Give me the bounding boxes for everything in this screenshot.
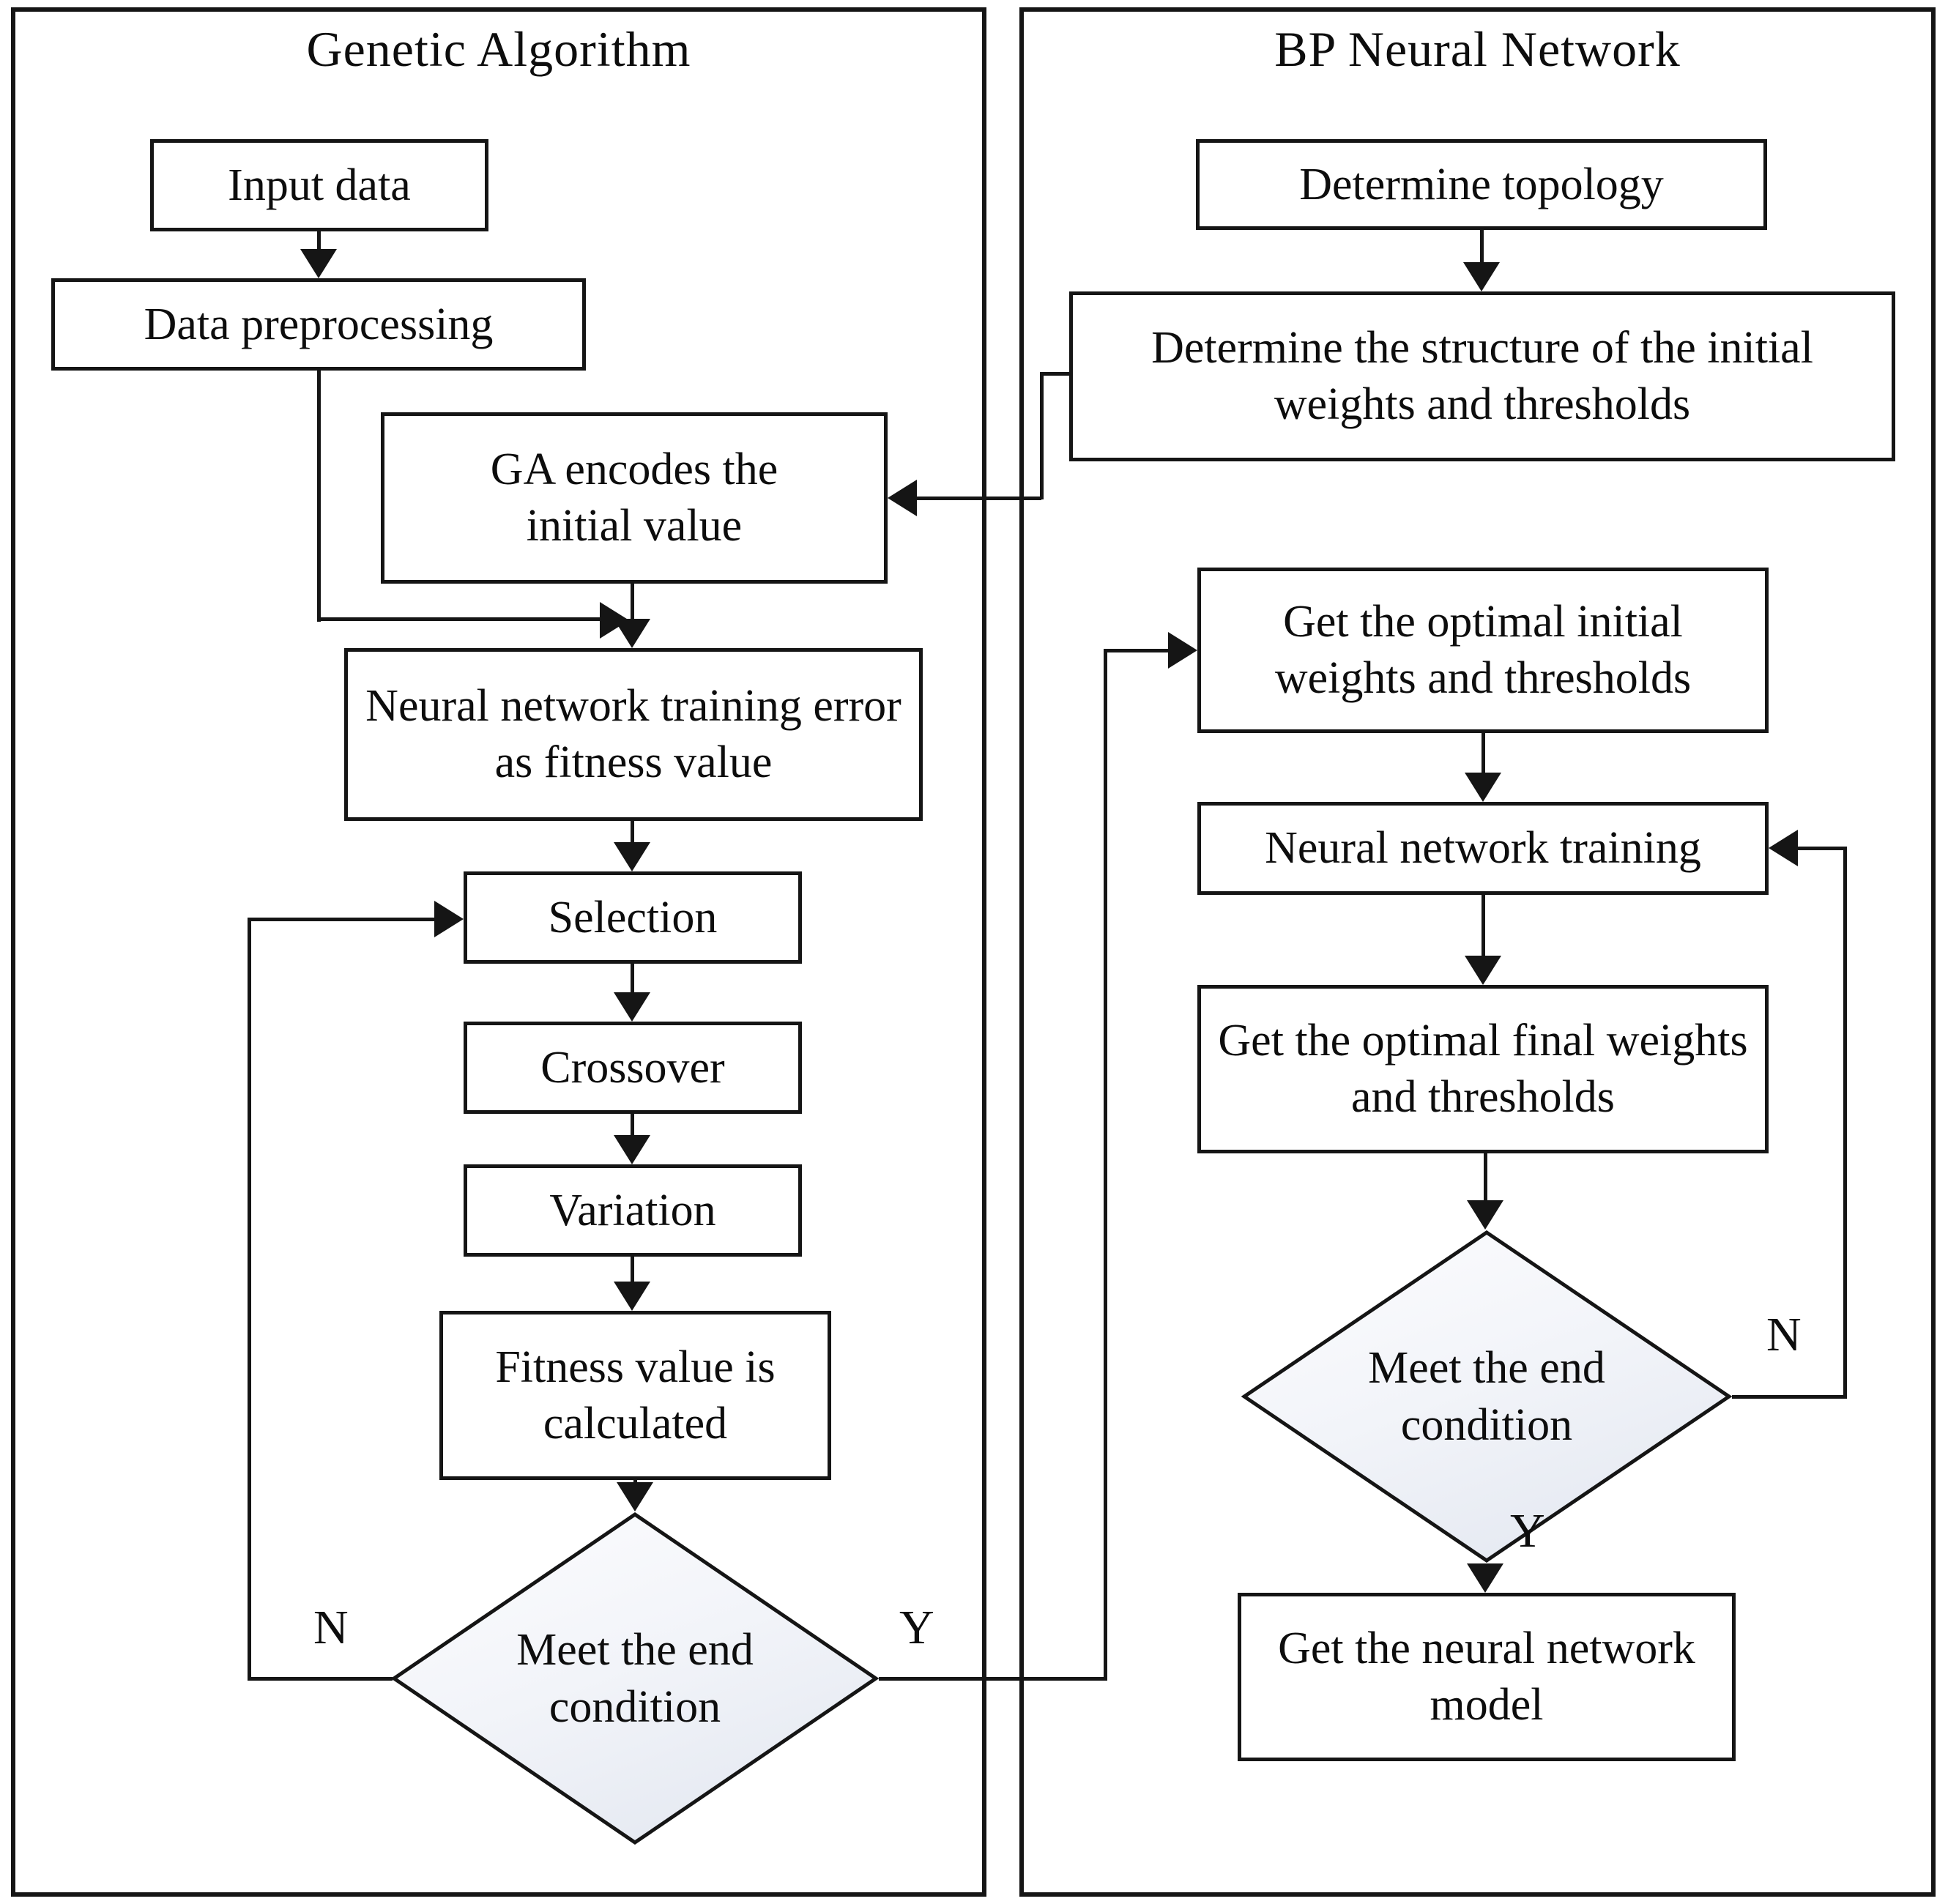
- node-neural-network-model: Get the neural network model: [1238, 1593, 1736, 1761]
- node-fitness-error: Neural network training error as fitness…: [344, 648, 923, 821]
- node-selection: Selection: [464, 871, 802, 964]
- arrowhead-into-optimal-final: [1465, 956, 1501, 985]
- node-determine-topology: Determine topology: [1196, 139, 1767, 230]
- label-ga-yes: Y: [899, 1601, 934, 1654]
- connector-topology-to-structure: [1480, 230, 1484, 265]
- decision-diamond-bp: [1241, 1230, 1732, 1563]
- arrowhead-into-crossover: [614, 992, 650, 1022]
- connector-ga-n-vertical: [248, 918, 251, 1681]
- connector-preprocessing-down: [317, 371, 321, 622]
- node-determine-structure: Determine the structure of the initial w…: [1069, 291, 1895, 461]
- connector-optimalinitial-to-training: [1482, 733, 1485, 774]
- arrowhead-into-preprocessing: [300, 249, 337, 278]
- connector-bp-n-vertical: [1843, 847, 1847, 1399]
- decision-label-ga: Meet the end condition: [516, 1624, 754, 1732]
- connector-ga-y-to-optimal-initial: [1105, 649, 1170, 652]
- node-crossover: Crossover: [464, 1022, 802, 1114]
- connector-structure-stub: [1041, 372, 1071, 376]
- connector-ga-n-to-selection: [248, 918, 436, 921]
- arrowhead-into-selection: [614, 842, 650, 871]
- connector-ga-n-horizontal: [248, 1677, 393, 1681]
- title-bp-neural-network: BP Neural Network: [1274, 21, 1681, 77]
- arrowhead-into-encode: [888, 480, 917, 516]
- connector-structure-to-encode: [915, 497, 1041, 500]
- connector-preprocessing-right: [319, 617, 601, 621]
- connector-structure-down: [1040, 372, 1044, 499]
- arrowhead-into-ga-diamond: [617, 1482, 653, 1511]
- arrowhead-into-fitness-calc: [614, 1282, 650, 1311]
- label-bp-yes: Y: [1510, 1504, 1545, 1558]
- connector-bp-n-horizontal: [1732, 1395, 1847, 1399]
- node-optimal-initial: Get the optimal initial weights and thre…: [1197, 568, 1769, 733]
- connector-ga-y-horizontal: [879, 1677, 1107, 1681]
- connector-encode-down: [631, 584, 634, 622]
- connector-crossover-to-variation: [631, 1114, 634, 1137]
- connector-bp-n-to-training: [1796, 847, 1847, 850]
- label-ga-no: N: [313, 1601, 349, 1654]
- connector-variation-to-fitnesscalc: [631, 1257, 634, 1284]
- node-fitness-calculated: Fitness value is calculated: [439, 1311, 831, 1480]
- connector-fitnesserror-to-selection: [631, 821, 634, 844]
- node-ga-encodes: GA encodes the initial value: [381, 412, 888, 584]
- arrowhead-into-structure: [1463, 262, 1500, 291]
- connector-ga-y-vertical: [1104, 649, 1107, 1681]
- node-variation: Variation: [464, 1164, 802, 1257]
- arrowhead-n-into-training: [1769, 830, 1798, 866]
- arrowhead-into-bp-diamond: [1467, 1200, 1503, 1230]
- arrowhead-into-variation: [614, 1135, 650, 1164]
- connector-input-to-preprocessing: [317, 231, 321, 253]
- title-genetic-algorithm: Genetic Algorithm: [306, 21, 691, 77]
- node-input-data: Input data: [150, 139, 488, 231]
- arrowhead-into-fitness-error: [614, 619, 650, 648]
- node-neural-network-training: Neural network training: [1197, 802, 1769, 895]
- connector-training-to-optimalfinal: [1482, 895, 1485, 957]
- arrowhead-n-into-selection: [434, 901, 464, 937]
- node-optimal-final: Get the optimal final weights and thresh…: [1197, 985, 1769, 1153]
- decision-label-bp: Meet the end condition: [1368, 1342, 1605, 1450]
- connector-selection-to-crossover: [631, 964, 634, 994]
- decision-diamond-ga: [391, 1511, 879, 1845]
- label-bp-no: N: [1766, 1308, 1802, 1361]
- arrowhead-into-training: [1465, 773, 1501, 802]
- node-data-preprocessing: Data preprocessing: [51, 278, 586, 371]
- arrowhead-y-into-optimal-initial: [1168, 632, 1197, 669]
- connector-optimalfinal-to-diamond: [1484, 1153, 1487, 1202]
- arrowhead-into-model: [1467, 1563, 1503, 1593]
